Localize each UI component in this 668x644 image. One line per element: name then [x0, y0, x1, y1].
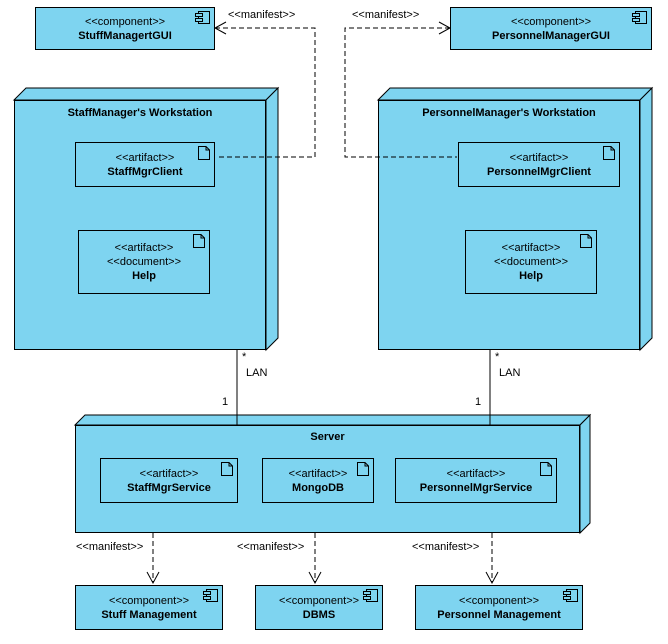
- artifact-icon: [221, 462, 233, 476]
- artifact-icon: [198, 146, 210, 160]
- manifest-edge-mongodb: [308, 533, 322, 585]
- artifact-staff-help: <<artifact>> <<document>> Help: [78, 230, 210, 294]
- component-icon: [632, 11, 647, 24]
- manifest-arrowhead-left: [213, 21, 227, 35]
- artifact-name: MongoDB: [292, 481, 344, 494]
- component-name: Stuff Management: [101, 608, 197, 621]
- component-stereotype: <<component>>: [108, 594, 190, 607]
- manifest-label-top-left: <<manifest>>: [228, 9, 296, 21]
- artifact-stereotype: <<artifact>>: [446, 467, 506, 480]
- artifact-icon: [357, 462, 369, 476]
- artifact-staff-mgr-client: <<artifact>> StaffMgrClient: [75, 142, 215, 187]
- artifact-stereotype2: <<document>>: [106, 256, 181, 268]
- artifact-stereotype2: <<document>>: [493, 256, 568, 268]
- manifest-label-top-right: <<manifest>>: [352, 9, 420, 21]
- node-shape-staff-workstation: [12, 86, 280, 352]
- artifact-name: StaffMgrService: [127, 481, 211, 494]
- artifact-stereotype: <<artifact>>: [509, 151, 569, 164]
- artifact-icon: [193, 234, 205, 248]
- component-name: DBMS: [302, 608, 336, 621]
- component-personnel-management: <<component>> Personnel Management: [415, 585, 583, 630]
- component-name: PersonnelManagerGUI: [492, 29, 610, 42]
- manifest-label-bottom-right: <<manifest>>: [412, 541, 480, 553]
- component-stereotype: <<component>>: [510, 15, 592, 28]
- artifact-icon: [580, 234, 592, 248]
- manifest-label-bottom-mid: <<manifest>>: [237, 541, 305, 553]
- component-stereotype: <<component>>: [278, 594, 360, 607]
- manifest-edge-personnelmgrservice: [485, 533, 499, 585]
- artifact-stereotype: <<artifact>>: [288, 467, 348, 480]
- artifact-name: StaffMgrClient: [107, 165, 183, 178]
- artifact-name: PersonnelMgrService: [419, 481, 533, 494]
- lan-label-left: LAN: [246, 367, 268, 379]
- artifact-name: Help: [519, 270, 543, 282]
- multiplicity-one-left: 1: [222, 396, 229, 408]
- component-dbms: <<component>> DBMS: [255, 585, 383, 630]
- manifest-label-bottom-left: <<manifest>>: [76, 541, 144, 553]
- component-stereotype: <<component>>: [458, 594, 540, 607]
- artifact-stereotype: <<artifact>>: [114, 242, 174, 254]
- manifest-edge-staffmgrservice: [146, 533, 160, 585]
- component-stereotype: <<component>>: [84, 15, 166, 28]
- lan-label-right: LAN: [499, 367, 521, 379]
- multiplicity-star-left: *: [242, 351, 247, 363]
- component-personnel-manager-gui: <<component>> PersonnelManagerGUI: [450, 7, 652, 50]
- node-title-server: Server: [310, 431, 345, 443]
- manifest-edge-staffmgrclient: [215, 27, 316, 158]
- node-shape-personnel-workstation: [376, 86, 654, 352]
- artifact-personnel-mgr-service: <<artifact>> PersonnelMgrService: [395, 458, 557, 503]
- artifact-icon: [603, 146, 615, 160]
- multiplicity-star-right: *: [495, 351, 500, 363]
- component-name: StuffManagertGUI: [78, 29, 172, 42]
- component-icon: [563, 589, 578, 602]
- artifact-stereotype: <<artifact>>: [115, 151, 175, 164]
- artifact-personnel-mgr-client: <<artifact>> PersonnelMgrClient: [458, 142, 620, 187]
- artifact-icon: [540, 462, 552, 476]
- artifact-personnel-help: <<artifact>> <<document>> Help: [465, 230, 597, 294]
- artifact-stereotype: <<artifact>>: [139, 467, 199, 480]
- component-icon: [195, 11, 210, 24]
- component-stuff-management: <<component>> Stuff Management: [75, 585, 223, 630]
- artifact-stereotype: <<artifact>>: [501, 242, 561, 254]
- node-title-staff-workstation: StaffManager's Workstation: [67, 107, 213, 119]
- multiplicity-one-right: 1: [475, 396, 482, 408]
- component-icon: [203, 589, 218, 602]
- artifact-name: PersonnelMgrClient: [487, 165, 591, 178]
- component-stuff-managert-gui: <<component>> StuffManagertGUI: [35, 7, 215, 50]
- artifact-name: Help: [132, 270, 156, 282]
- artifact-mongodb: <<artifact>> MongoDB: [262, 458, 374, 503]
- component-icon: [363, 589, 378, 602]
- manifest-edge-personnelmgrclient: [344, 27, 457, 158]
- node-title-personnel-workstation: PersonnelManager's Workstation: [422, 107, 596, 119]
- component-name: Personnel Management: [437, 608, 561, 621]
- artifact-staff-mgr-service: <<artifact>> StaffMgrService: [100, 458, 238, 503]
